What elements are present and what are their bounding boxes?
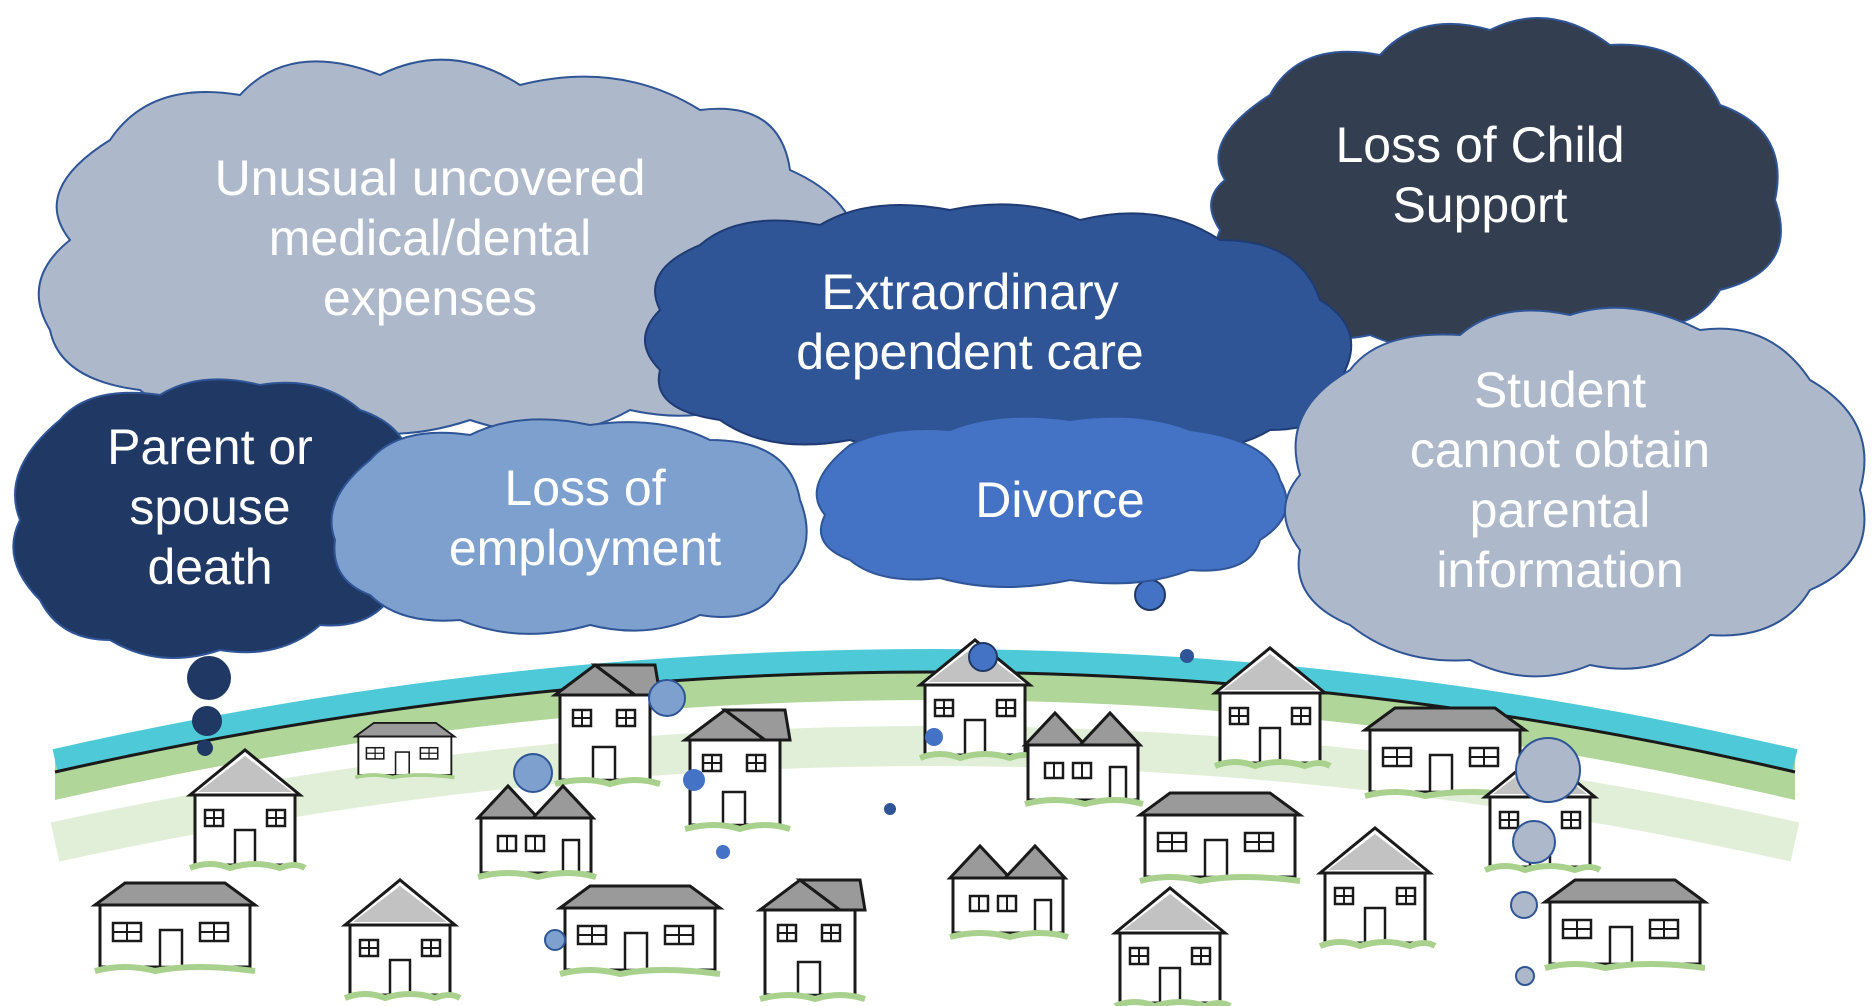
parent-death-line-1: Parent or	[107, 419, 313, 475]
parent-death-line-2: spouse	[129, 479, 291, 535]
cloud-dependent-care	[644, 203, 1353, 454]
employment-line-1: Loss of	[504, 460, 666, 516]
parental-info-line-3: parental	[1469, 482, 1651, 538]
child-support-line-2: Support	[1392, 177, 1568, 233]
cloud-divorce	[815, 415, 1288, 588]
parent-death-line-3: death	[147, 539, 273, 595]
label-medical: Unusual uncovered medical/dental expense…	[170, 148, 690, 328]
label-parent-death: Parent or spouse death	[60, 417, 360, 597]
medical-line-3: expenses	[322, 270, 538, 326]
cloud-parent-death	[12, 378, 424, 659]
cloud-parental-info	[1284, 306, 1866, 678]
medical-line-2: medical/dental	[268, 210, 592, 266]
dependent-care-line-1: Extraordinary	[821, 264, 1119, 320]
cloud-employment	[330, 418, 808, 635]
parental-info-line-4: information	[1436, 542, 1684, 598]
dependent-care-line-2: dependent care	[796, 324, 1144, 380]
medical-line-1: Unusual uncovered	[214, 150, 646, 206]
divorce-line-1: Divorce	[975, 472, 1145, 528]
label-parental-info: Student cannot obtain parental informati…	[1380, 360, 1740, 600]
label-child-support: Loss of Child Support	[1290, 115, 1670, 235]
label-divorce: Divorce	[910, 470, 1210, 530]
child-support-line-1: Loss of Child	[1335, 117, 1625, 173]
parental-info-line-2: cannot obtain	[1409, 422, 1711, 478]
label-employment: Loss of employment	[410, 458, 760, 578]
employment-line-2: employment	[448, 520, 722, 576]
label-dependent-care: Extraordinary dependent care	[760, 262, 1180, 382]
parental-info-line-1: Student	[1473, 362, 1647, 418]
